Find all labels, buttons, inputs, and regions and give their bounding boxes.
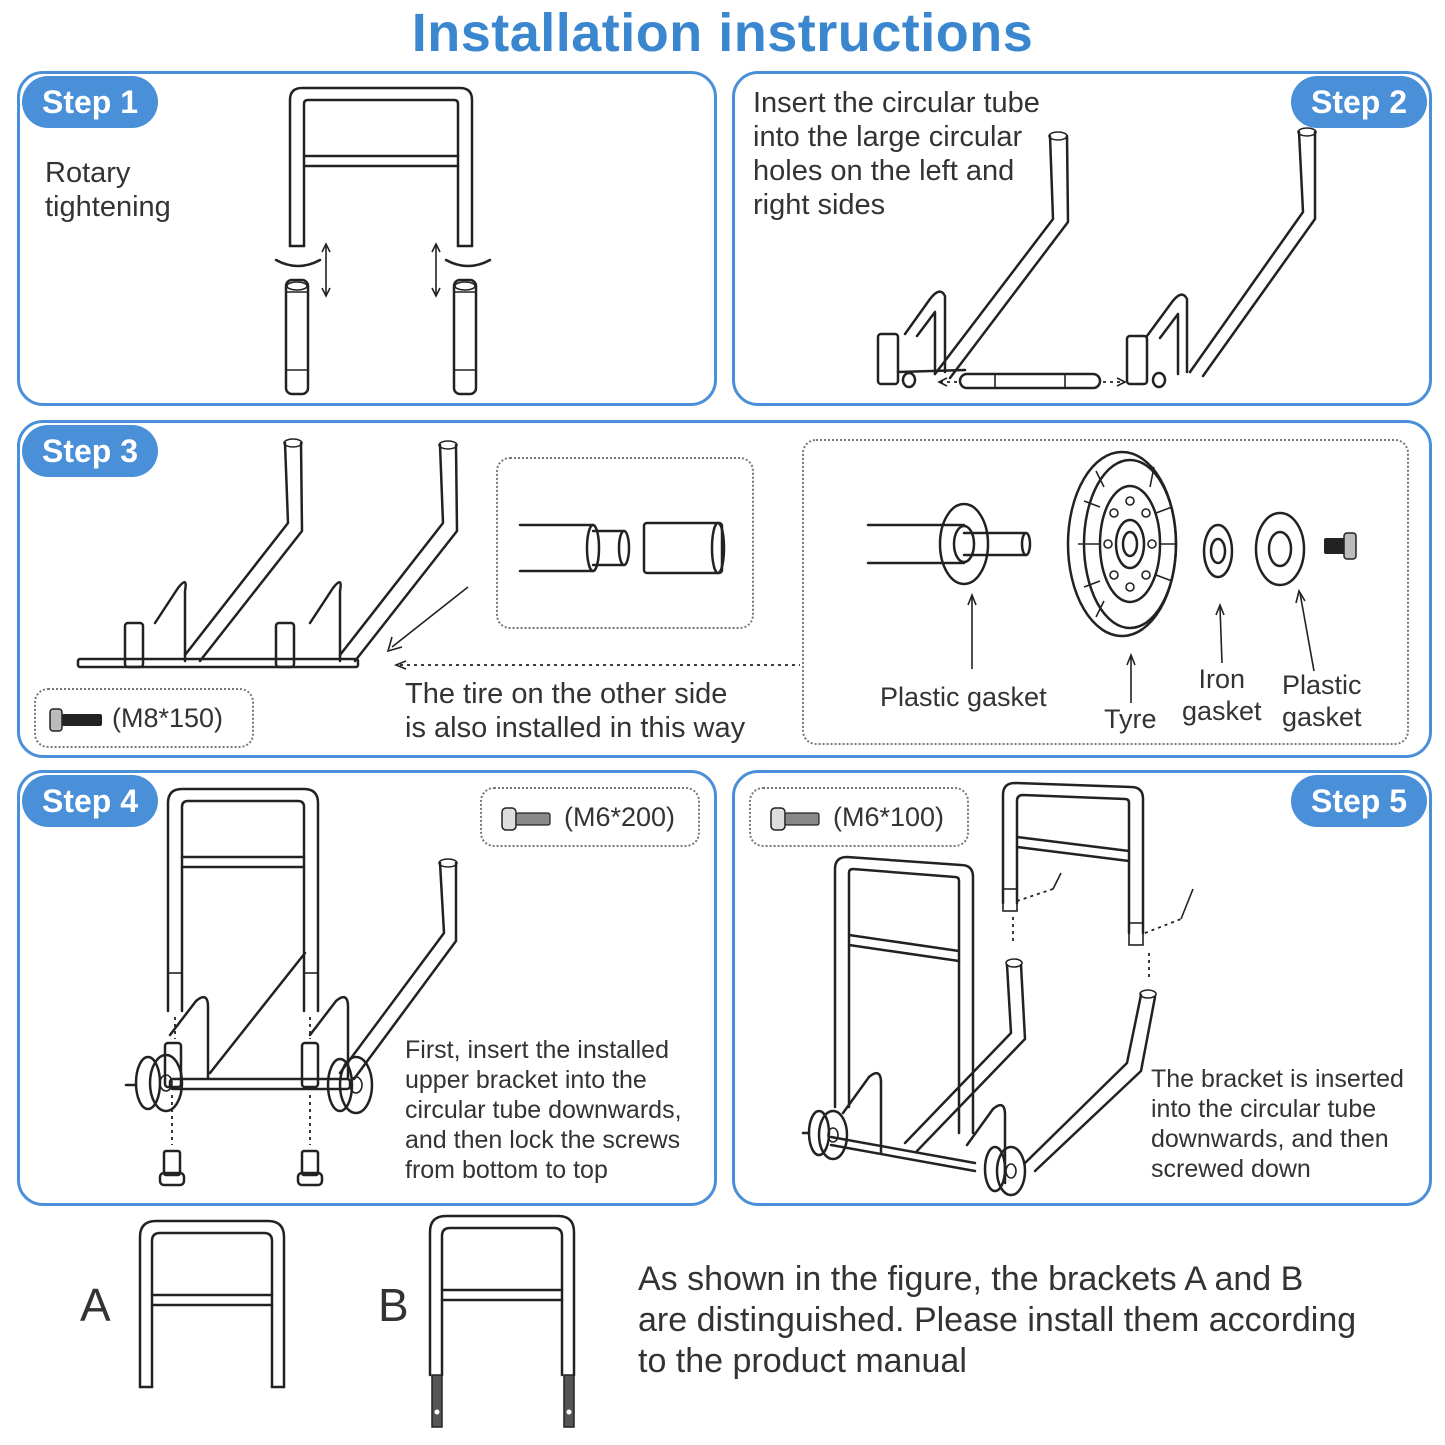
- step-2-badge: Step 2: [1290, 76, 1427, 128]
- step-5-screw-box: (M6*100): [749, 787, 969, 847]
- step-3-wheel-assembly-box: Plastic gasket Tyre Iron gasket Plastic …: [802, 439, 1409, 745]
- step-4-text: First, insert the installed upper bracke…: [405, 1036, 682, 1184]
- step-3-screw-label: (M8*150): [112, 703, 224, 733]
- bracket-a-letter: A: [80, 1279, 111, 1331]
- step-3-dotted-leader: [393, 660, 800, 670]
- step-3-badge: Step 3: [22, 425, 159, 477]
- iron-gasket-label: Iron gasket: [1182, 664, 1262, 726]
- step-5-illustration: [801, 781, 1194, 1197]
- screw-icon: [501, 807, 551, 831]
- step-4-illustration: [124, 787, 458, 1187]
- tyre-label: Tyre: [1104, 704, 1157, 734]
- step-4-panel: (M6*200) First, insert the installed upp…: [17, 770, 717, 1206]
- bolt-icon: [49, 708, 102, 732]
- step-2-panel: Insert the circular tube into the large …: [732, 71, 1432, 406]
- step-5-badge: Step 5: [1290, 775, 1427, 827]
- step-5-panel: (M6*100) The bracket is inserted into th…: [732, 770, 1432, 1206]
- step-4-screw-label: (M6*200): [564, 802, 676, 832]
- step-3-screw-box: (M8*150): [34, 688, 254, 748]
- step-2-illustration: [876, 127, 1317, 390]
- bracket-b-letter: B: [378, 1279, 409, 1331]
- step-1-text: Rotary tightening: [45, 157, 171, 223]
- step-1-illustration: [274, 86, 492, 396]
- step-5-text: The bracket is inserted into the circula…: [1151, 1065, 1404, 1183]
- step-3-panel: (M8*150) The tire on the other side is a…: [17, 420, 1432, 758]
- step-3-note: The tire on the other side is also insta…: [405, 678, 746, 744]
- step-3-frame-illustration: [76, 438, 469, 669]
- wheel-assembly-illustration: [866, 450, 1357, 703]
- bracket-b-illustration: [428, 1214, 576, 1428]
- tube-end-detail: [518, 521, 726, 575]
- step-4-screw-box: (M6*200): [480, 787, 700, 847]
- plastic-gasket-label-2: Plastic gasket: [1282, 670, 1362, 732]
- step-4-badge: Step 4: [22, 775, 159, 827]
- screw-icon: [770, 807, 820, 831]
- step-5-screw-label: (M6*100): [833, 802, 945, 832]
- step-3-tube-detail-box: [496, 457, 754, 629]
- step-2-text: Insert the circular tube into the large …: [753, 87, 1040, 221]
- bracket-a-illustration: [138, 1219, 286, 1389]
- page-title: Installation instructions: [411, 3, 1034, 63]
- step-1-panel: Rotary tightening Step 1: [17, 71, 717, 406]
- step-1-badge: Step 1: [22, 76, 159, 128]
- brackets-description: As shown in the figure, the brackets A a…: [638, 1260, 1357, 1380]
- plastic-gasket-label-1: Plastic gasket: [880, 682, 1047, 712]
